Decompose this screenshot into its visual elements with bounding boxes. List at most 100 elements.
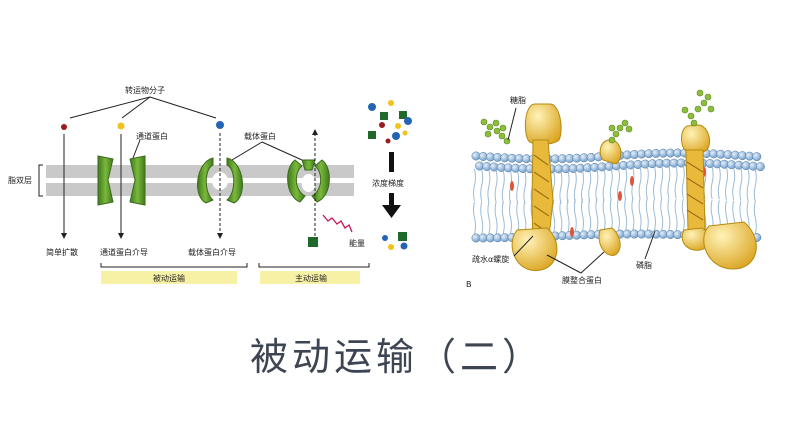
gradient-bar [389,152,394,172]
lipid-tail [559,171,563,204]
lipid-tail [674,198,678,231]
membrane-label: 脂双层 [8,175,32,185]
lipid-tail [631,197,635,231]
phospholipid-pointer [644,230,656,260]
lipid-tail [617,168,620,201]
molecule-blue [216,121,224,129]
lipid-tail [609,198,613,231]
lipid-tail [494,201,498,234]
channel-pointer [132,139,141,159]
lipid-tail [595,198,599,231]
cholesterol-mark [510,181,514,191]
gradient-label: 浓度梯度 [372,178,404,188]
lipid-tail [473,201,476,235]
lipid-tail [645,197,649,231]
lipid-tail [667,165,671,199]
lipid-tail [516,201,520,234]
carrier-label-branches [231,141,303,161]
lipid-tail [588,170,592,203]
lipid-tail [509,201,512,234]
gradient-molecules-top [368,100,412,144]
channel-protein [97,155,146,206]
phospholipid-head [752,152,762,162]
lipid-tail [595,169,599,203]
molecule-red [61,124,67,130]
active-band [260,271,360,284]
top-label: 转运物分子 [125,85,165,95]
lipid-tail [667,198,671,231]
cholesterol-mark [618,191,622,201]
lipid-tail [566,199,570,232]
passive-bracket [100,263,248,268]
lipid-tail [732,168,736,201]
passive-band [101,271,237,284]
lipid-tail [681,165,685,199]
active-pump-protein [287,159,330,203]
lipid-tail [617,197,620,231]
energy-label: 能量 [349,238,365,248]
lipid-tail [717,167,721,200]
molecule-yellow [117,122,125,130]
sugar-chains [480,89,715,145]
integral-protein-pointer [546,254,582,274]
lipid-tail [480,201,484,235]
channel-protein-label: 通道蛋白 [136,131,168,141]
lipid-tail [487,201,491,235]
channel-mediated-label: 通道蛋白介导 [100,247,148,257]
integral-protein-left [511,103,562,271]
lipid-tail [753,169,757,202]
lipid-tail [487,169,491,203]
simple-diffusion-label: 简单扩散 [46,247,78,257]
lipid-tail [566,171,570,204]
lipid-tail [674,165,678,199]
molecule-green-square [308,237,318,247]
lipid-tail [660,166,664,199]
integral-protein-right [681,124,757,270]
energy-zigzag [322,214,353,233]
phospholipid-label: 磷脂 [636,260,652,270]
active-transport-label: 主动运输 [295,273,327,283]
lipid-tail [523,171,527,204]
lipid-tail [573,171,577,204]
membrane-structure-diagram: 糖脂 疏水α螺旋 膜整合蛋白 磷脂 B [466,89,765,289]
lipid-tail [609,168,613,202]
lipid-tail [753,201,757,234]
lipid-tail [660,198,664,231]
lipid-tail [573,199,577,232]
phospholipid-head [755,162,765,172]
lipid-tail [581,170,584,203]
cholesterol-mark [630,176,634,186]
lipid-tail [480,169,484,202]
lipid-tail [710,166,714,200]
lipid-tail [588,198,592,231]
sugar-label: 糖脂 [510,95,526,105]
lipid-tail [501,170,505,203]
membrane-bracket [38,164,43,197]
lipid-tail [552,199,556,233]
lipid-tail [746,169,750,202]
integral-protein-middle [598,139,622,256]
helix-label: 疏水α螺旋 [472,254,509,264]
passive-transport-label: 被动运输 [153,273,185,283]
lipid-tail [624,167,628,201]
cholesterol-mark [570,227,574,237]
lipid-tail [739,168,743,201]
top-label-branches [69,96,217,119]
lipid-tail [681,198,685,232]
carrier-protein-label: 载体蛋白 [244,131,276,141]
lipid-tail [638,166,642,200]
integral-protein-label: 膜整合蛋白 [562,275,602,285]
helix-pointer [513,235,534,257]
lipid-tail [473,168,476,202]
lipid-tail [523,200,527,234]
lipid-tail [653,166,656,199]
lipid-tail [602,169,606,202]
gradient-arrow [382,193,401,218]
lipid-tail [516,171,520,204]
lipid-tail [559,199,563,232]
lipid-tail [638,197,642,231]
lipid-tail [602,198,606,231]
lipid-tail [653,198,656,231]
lipid-tail [725,167,728,200]
